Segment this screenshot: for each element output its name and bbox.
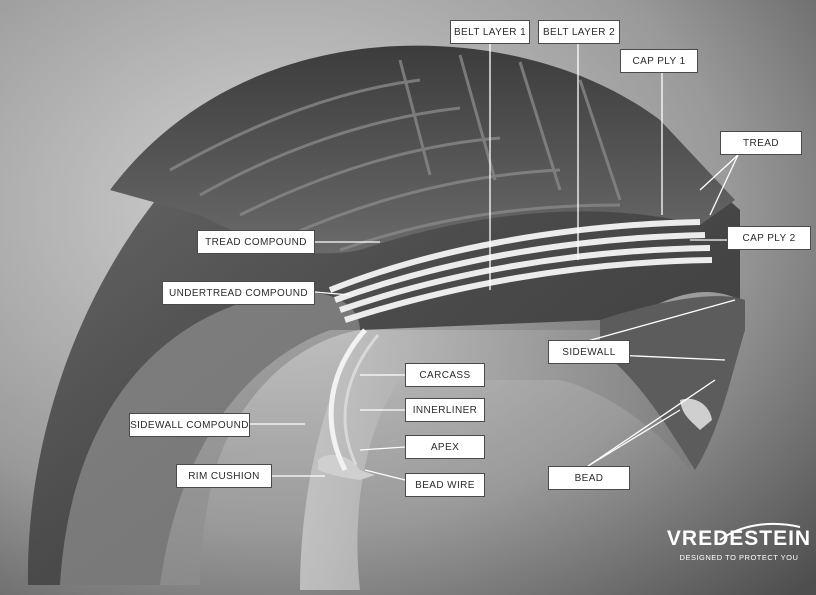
label-belt-layer-2: Belt layer 2 [538,20,620,44]
brand-name: VREDESTEIN [664,527,814,551]
label-cap-ply-1: Cap ply 1 [620,49,698,73]
label-sidewall: Sidewall [548,340,630,364]
label-tread-compound: Tread compound [197,230,315,254]
label-cap-ply-2: Cap ply 2 [727,226,811,250]
label-tread: Tread [720,131,802,155]
label-belt-layer-1: Belt layer 1 [450,20,530,44]
brand-tagline: DESIGNED TO PROTECT YOU [664,553,814,562]
label-bead-wire: Bead wire [405,473,485,497]
label-sidewall-compound: Sidewall compound [129,413,250,437]
label-apex: Apex [405,435,485,459]
label-rim-cushion: Rim cushion [176,464,272,488]
brand-logo: VREDESTEIN DESIGNED TO PROTECT YOU [664,527,814,562]
label-undertread-compound: Undertread compound [162,281,315,305]
label-carcass: Carcass [405,363,485,387]
label-innerliner: Innerliner [405,398,485,422]
label-bead: Bead [548,466,630,490]
